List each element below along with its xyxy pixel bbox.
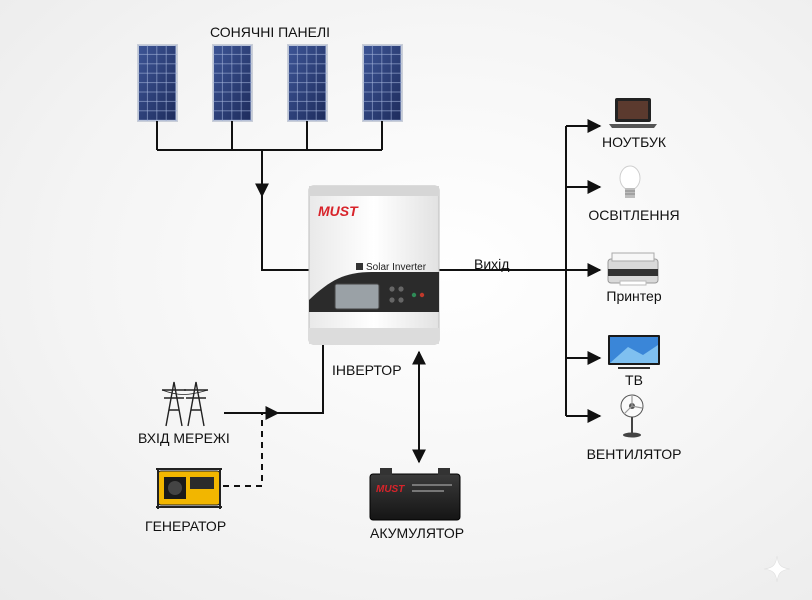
laptop-icon [609, 98, 657, 128]
solar-panel-icon [137, 44, 178, 122]
inverter-device: MUST Solar Inverter [308, 185, 440, 345]
inverter-button [398, 286, 404, 292]
load-label-lighting: ОСВІТЛЕННЯ [588, 207, 680, 223]
panel-to-inverter-feed-line [261, 196, 309, 271]
sparkle-icon [764, 556, 790, 582]
load-label-tv: ТВ [625, 372, 643, 388]
solar-panel-icon [362, 44, 403, 122]
inverter-brand-logo: MUST [318, 203, 359, 219]
power-tower-icon [161, 381, 209, 427]
inverter-led [419, 292, 425, 298]
solar-panels [137, 44, 403, 122]
fan-icon [620, 394, 644, 438]
solar-panel-icon [287, 44, 328, 122]
load-label-printer: Принтер [606, 288, 662, 304]
output-label: Вихід [474, 256, 510, 272]
connection-lines [156, 119, 602, 487]
battery-brand-logo: MUST [376, 484, 405, 495]
inverter-button [389, 297, 395, 303]
battery-label: АКУМУЛЯТОР [370, 525, 465, 541]
inverter-model-label: Solar Inverter [366, 262, 427, 273]
tv-icon [608, 335, 660, 369]
load-label-laptop: НОУТБУК [601, 134, 667, 150]
grid-input-label: ВХІД МЕРЕЖІ [138, 430, 230, 446]
generator-label: ГЕНЕРАТОР [145, 518, 227, 534]
inverter-button [398, 297, 404, 303]
inverter-label: ІНВЕРТОР [332, 362, 402, 378]
inverter-button [389, 286, 395, 292]
battery-device: MUST [369, 468, 461, 521]
load-label-fan: ВЕНТИЛЯТОР [586, 446, 682, 462]
solar-panels-label: СОНЯЧНІ ПАНЕЛІ [209, 24, 331, 40]
inverter-model-icon [356, 263, 363, 270]
panel-drop-line [156, 121, 383, 150]
inverter-led [411, 292, 417, 298]
generator-icon [156, 468, 222, 509]
generator-line [223, 413, 263, 487]
grid-to-inverter-line [278, 345, 324, 414]
light-bulb-icon [619, 165, 641, 198]
printer-icon [607, 252, 659, 286]
inverter-display [334, 283, 380, 310]
solar-panel-icon [212, 44, 253, 122]
